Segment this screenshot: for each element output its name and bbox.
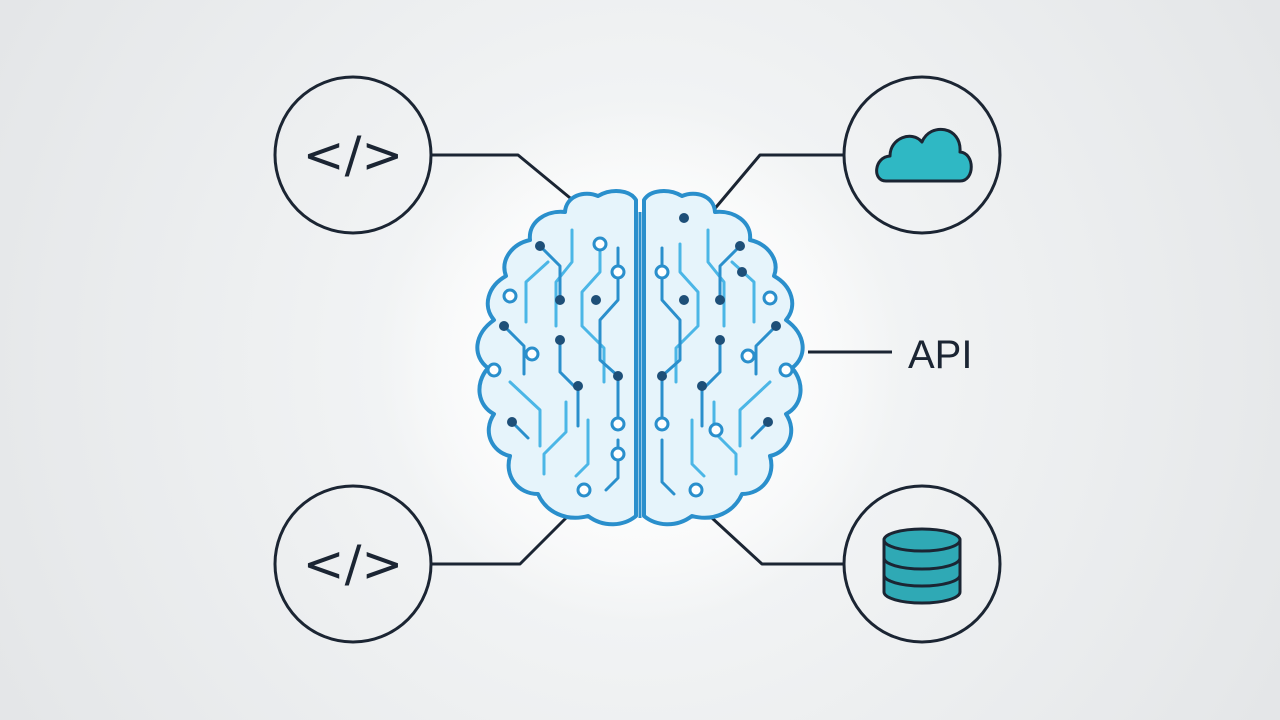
circuit-traces-dark — [502, 244, 778, 496]
cloud-node — [842, 75, 1002, 235]
code-node-bottom-circle — [273, 484, 433, 644]
connector-database — [710, 516, 845, 566]
brain-circuit-icon — [475, 189, 805, 527]
connector-cloud — [710, 153, 845, 213]
circuit-nodes-filled — [499, 213, 781, 427]
circuit-nodes-ring — [486, 236, 794, 498]
code-icon: </> — [303, 535, 404, 593]
connectors — [432, 153, 892, 566]
connector-code-top — [432, 153, 576, 204]
cloud-node-circle — [842, 75, 1002, 235]
code-node-top-circle — [273, 75, 433, 235]
api-label: API — [908, 333, 972, 377]
code-icon: </> — [303, 126, 404, 184]
database-node — [842, 484, 1002, 644]
cloud-icon — [875, 127, 973, 183]
circuit-traces-light — [508, 228, 772, 478]
connector-code-bottom — [432, 514, 570, 566]
code-node-top: </> — [273, 75, 433, 235]
database-node-circle — [842, 484, 1002, 644]
code-node-bottom: </> — [273, 484, 433, 644]
database-icon — [882, 527, 962, 605]
